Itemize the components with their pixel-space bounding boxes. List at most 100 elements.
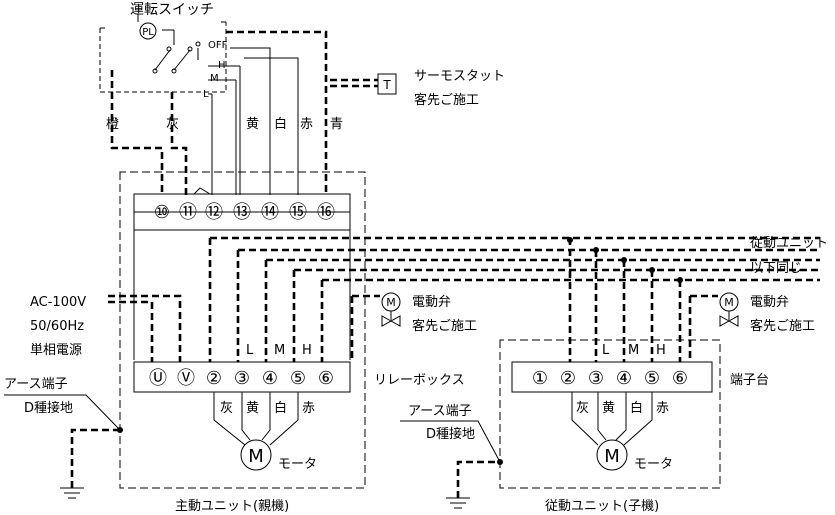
junction-dot-3	[621, 257, 627, 263]
thin-wires-switch	[211, 66, 241, 195]
sub-motor-wire-yellow: 黄	[602, 401, 615, 416]
junction-dot-earth-main	[117, 427, 123, 433]
sub-terminal-5: ⑤	[644, 368, 660, 389]
wire-label-orange: 橙	[106, 117, 119, 132]
terminal-jumper	[193, 187, 211, 195]
earth-main-line1: アース端子	[4, 377, 68, 392]
right-label-2: 以下同じ	[750, 261, 802, 276]
sub-terminal-3: ③	[588, 368, 604, 389]
switch-off-label: OFF	[208, 40, 228, 51]
switch-l-label: L	[203, 89, 209, 100]
wire-earth-main	[70, 428, 120, 488]
switch-node-5	[195, 41, 201, 47]
sub-speed-m: M	[628, 343, 639, 358]
switch-contact-1	[154, 49, 171, 71]
wire-orange	[110, 70, 164, 195]
wire-earth-sub	[456, 460, 500, 498]
thermostat-name: サーモスタット	[414, 69, 505, 84]
sub-speed-h: H	[656, 343, 666, 358]
terminal-15: ⑮	[289, 202, 307, 223]
junction-dot-5	[677, 277, 683, 283]
ground-symbol-main	[60, 487, 84, 499]
terminal-14: ⑭	[261, 202, 279, 223]
valve-sub-symbol: M	[724, 296, 734, 309]
terminal-v: Ⓥ	[177, 368, 195, 389]
wire-power	[108, 294, 182, 362]
main-speed-h: H	[302, 343, 312, 358]
valve-sub-body	[719, 315, 739, 327]
switch-contact-2	[173, 49, 191, 71]
wire-thermostat	[330, 78, 378, 88]
switch-title: 運転スイッチ	[130, 2, 214, 18]
junction-dot-earth-sub	[497, 459, 503, 465]
sub-terminal-1: ①	[532, 368, 548, 389]
sub-speed-l: L	[602, 343, 610, 358]
power-phase: 単相電源	[30, 342, 82, 358]
wire-label-blue: 青	[330, 117, 343, 132]
switch-m-label: M	[210, 73, 219, 84]
terminal-16: ⑯	[317, 202, 335, 223]
switch-box	[99, 21, 227, 93]
sub-unit-caption: 従動ユニット(子機)	[545, 499, 659, 514]
wire-label-gray: 灰	[166, 117, 179, 132]
sub-terminal-4: ④	[616, 368, 632, 389]
motor-wire-red: 赤	[302, 401, 315, 416]
main-speed-l: L	[246, 343, 254, 358]
wire-label-white: 白	[274, 116, 287, 132]
motor-main-label: モータ	[278, 457, 317, 472]
sub-terminal-block	[511, 361, 713, 393]
motor-wire-white: 白	[274, 400, 287, 416]
earth-sub-leader	[400, 420, 501, 463]
junction-dot-2	[593, 247, 599, 253]
sub-terminal-2: ②	[560, 368, 576, 389]
valve-sub-name: 電動弁	[750, 295, 789, 310]
main-unit-caption: 主動ユニット(親機)	[175, 499, 289, 514]
earth-sub-line2: D種接地	[426, 426, 475, 442]
motor-wire-yellow: 黄	[246, 401, 259, 416]
motor-sub-circle	[596, 439, 628, 471]
terminal-10: ⑩	[154, 202, 170, 223]
wire-label-red: 赤	[300, 117, 313, 132]
wire-bus-drops	[208, 238, 324, 362]
ground-symbol-sub	[446, 497, 470, 509]
main-unit-outline	[119, 171, 366, 489]
thin-wires-switch-2	[230, 47, 299, 195]
wire-bus	[210, 236, 820, 282]
pilot-lamp-label: PL	[142, 27, 154, 38]
right-label-1: 従動ユニット	[750, 236, 828, 251]
junction-dot-4	[649, 267, 655, 273]
power-voltage: AC-100V	[30, 295, 86, 310]
wire-valve-sub	[688, 294, 718, 362]
terminal-13: ⑬	[233, 202, 251, 223]
sub-motor-wire-red: 赤	[656, 401, 669, 416]
motor-main-symbol: M	[248, 446, 264, 467]
sub-motor-wire-white: 白	[630, 400, 643, 416]
switch-node-2	[166, 46, 172, 52]
wire-gray	[170, 92, 188, 195]
terminal-main-4: ④	[262, 368, 278, 389]
main-speed-m: M	[274, 343, 285, 358]
valve-main-name: 電動弁	[412, 295, 451, 310]
earth-main-leader	[4, 394, 121, 431]
earth-sub-line1: アース端子	[408, 404, 472, 419]
switch-node-4	[187, 46, 193, 52]
thermostat-note: 客先ご施工	[414, 92, 479, 108]
switch-h-label: H	[218, 60, 226, 71]
terminal-u: Ⓤ	[149, 368, 167, 389]
motor-wires-sub	[571, 392, 653, 446]
terminal-main-3: ③	[234, 368, 250, 389]
motor-wire-gray: 灰	[220, 401, 233, 416]
valve-sub-note: 客先ご施工	[750, 318, 815, 334]
terminal-block-label: 端子台	[730, 373, 769, 388]
motor-main-circle	[240, 439, 272, 471]
wire-valve-main	[350, 294, 380, 362]
motor-sub-label: モータ	[634, 457, 673, 472]
switch-node-3	[171, 68, 177, 74]
thermostat-symbol: T	[382, 78, 391, 92]
junction-dot-1	[567, 237, 573, 243]
sub-terminal-6: ⑥	[672, 368, 688, 389]
terminal-12: ⑫	[205, 202, 223, 223]
relay-box-label: リレーボックス	[374, 373, 465, 388]
